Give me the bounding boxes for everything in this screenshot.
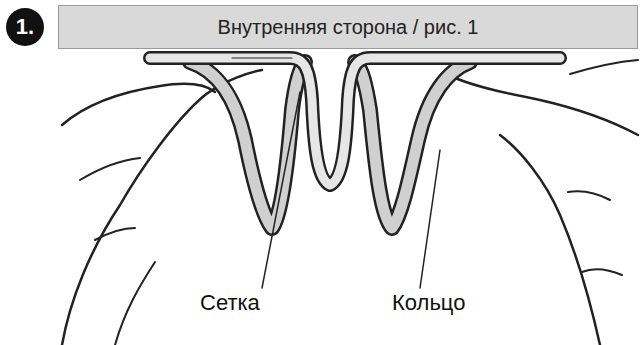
header-bar: Внутренняя сторона / рис. 1 (58, 5, 638, 49)
left-finger-top (62, 84, 215, 125)
right-finger-top (570, 60, 638, 74)
knuckle (95, 228, 135, 240)
leader-line (262, 92, 300, 288)
part-label: Кольцо (390, 290, 467, 316)
header-text: Внутренняя сторона / рис. 1 (218, 16, 479, 39)
step-circle: 1. (5, 7, 45, 47)
mesh-line (232, 57, 292, 58)
knuckle (568, 191, 610, 200)
mesh (150, 58, 560, 185)
step-number: 1. (16, 14, 34, 40)
mesh-outline (150, 58, 560, 185)
hands-fabric (62, 58, 638, 345)
knuckle (582, 269, 622, 275)
ring-outline (190, 62, 305, 228)
knuckle (80, 158, 140, 180)
leader-line (420, 150, 440, 288)
ring (190, 62, 305, 228)
ring (355, 62, 470, 228)
thumb-edge (115, 262, 155, 345)
ring-outline (355, 62, 470, 228)
circle-fill (6, 8, 44, 46)
right-thumb (500, 135, 600, 345)
right-finger (455, 78, 638, 135)
part-label: Сетка (198, 290, 262, 316)
